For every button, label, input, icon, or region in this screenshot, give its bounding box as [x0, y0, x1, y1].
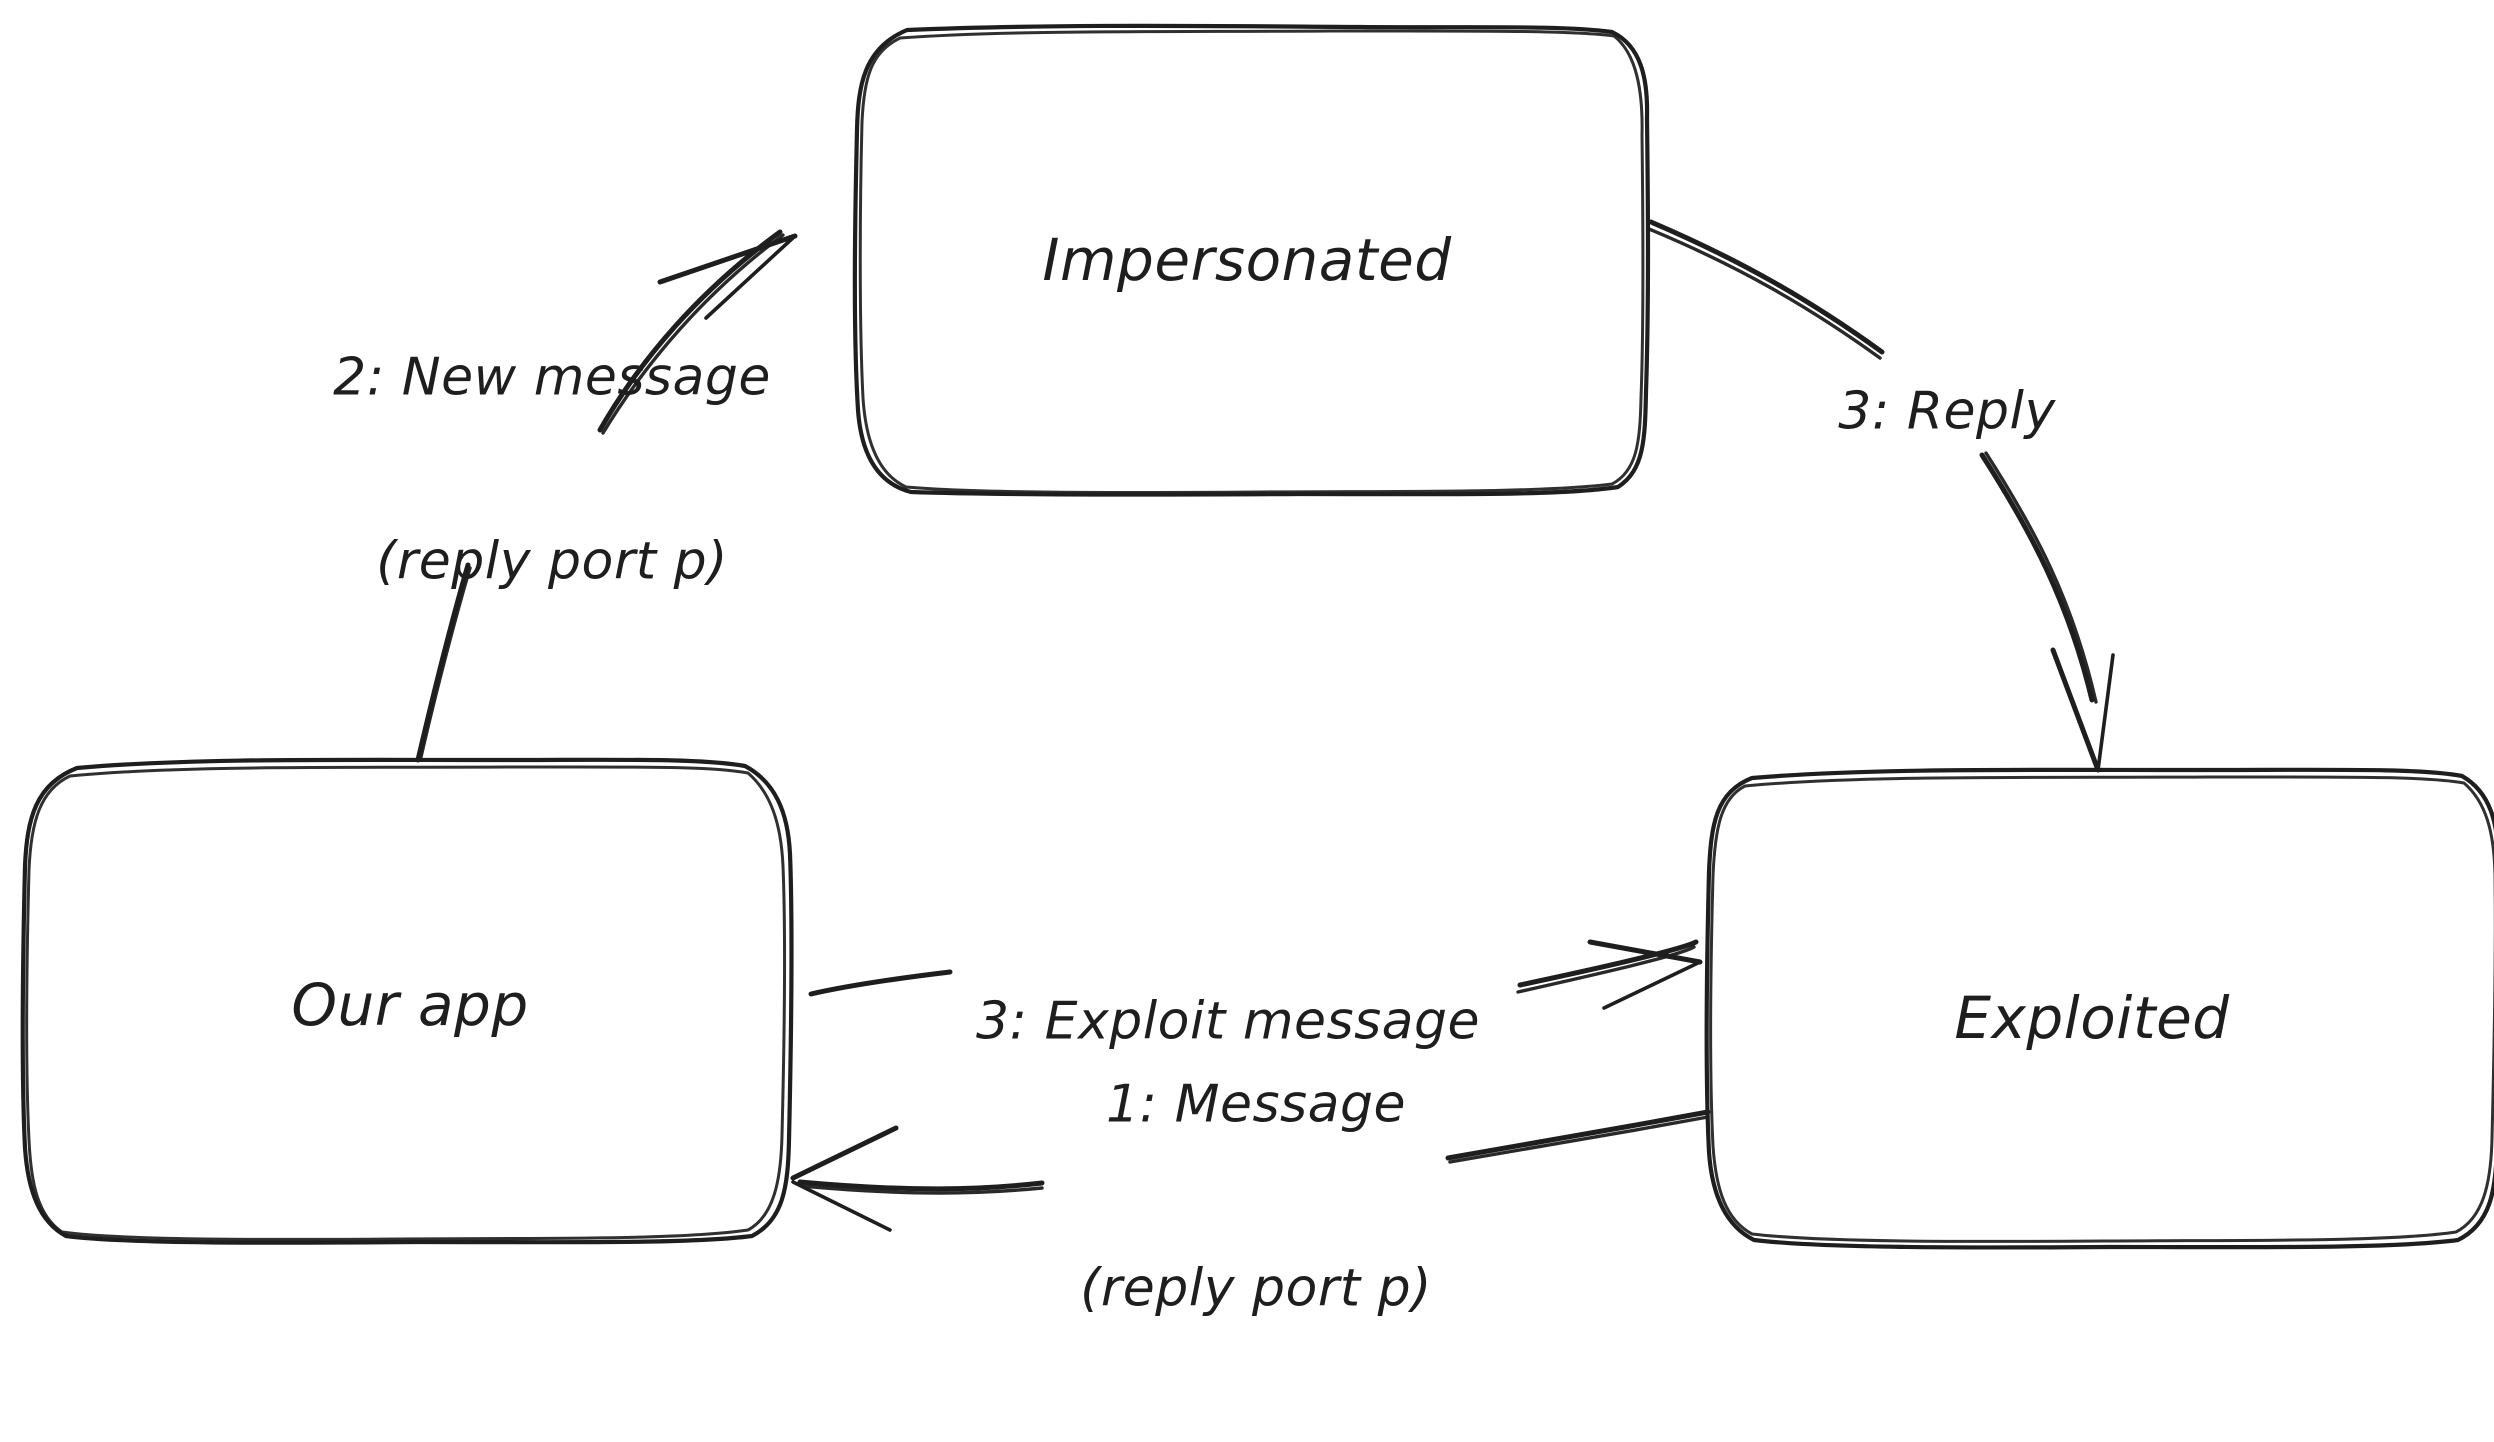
edge-3-exploit-message-arrow[interactable]: [808, 939, 1703, 1010]
node-label-our-app: Our app: [291, 970, 529, 1039]
edge-label-line: 1: Message: [1105, 1074, 1407, 1135]
edge-label-line: 3: Exploit message: [975, 991, 1481, 1052]
edge-label-line: 2: New message: [333, 347, 771, 408]
diagram-sketch-layer: [20, 23, 2494, 1250]
node-label-exploited: Exploited: [1954, 983, 2230, 1052]
node-our-app-shape[interactable]: [20, 757, 794, 1245]
diagram-canvas: Impersonated Our app Exploited 2: New me…: [20, 23, 2494, 1319]
node-impersonated-shape[interactable]: [852, 23, 1651, 497]
node-label-impersonated: Impersonated: [1042, 225, 1452, 294]
edge-label-1-message: 1: Message (reply port p): [1080, 952, 1432, 1442]
edge-1-message-arrow[interactable]: [790, 1109, 1711, 1232]
edge-label-3-reply: 3: Reply: [1838, 259, 2055, 566]
edge-label-line: 3: Reply: [1838, 381, 2056, 442]
edge-label-3-exploit-message: 3: Exploit message: [976, 869, 1480, 1176]
node-exploited-shape[interactable]: [1704, 767, 2494, 1250]
edge-label-2-new-message: 2: New message (reply port p): [333, 225, 771, 716]
edge-label-line: (reply port p): [1080, 1258, 1432, 1319]
edge-3-reply-arrow[interactable]: [1647, 219, 2115, 773]
edge-label-line: (reply port p): [376, 531, 728, 592]
edge-2-new-message-arrow[interactable]: [415, 229, 798, 763]
